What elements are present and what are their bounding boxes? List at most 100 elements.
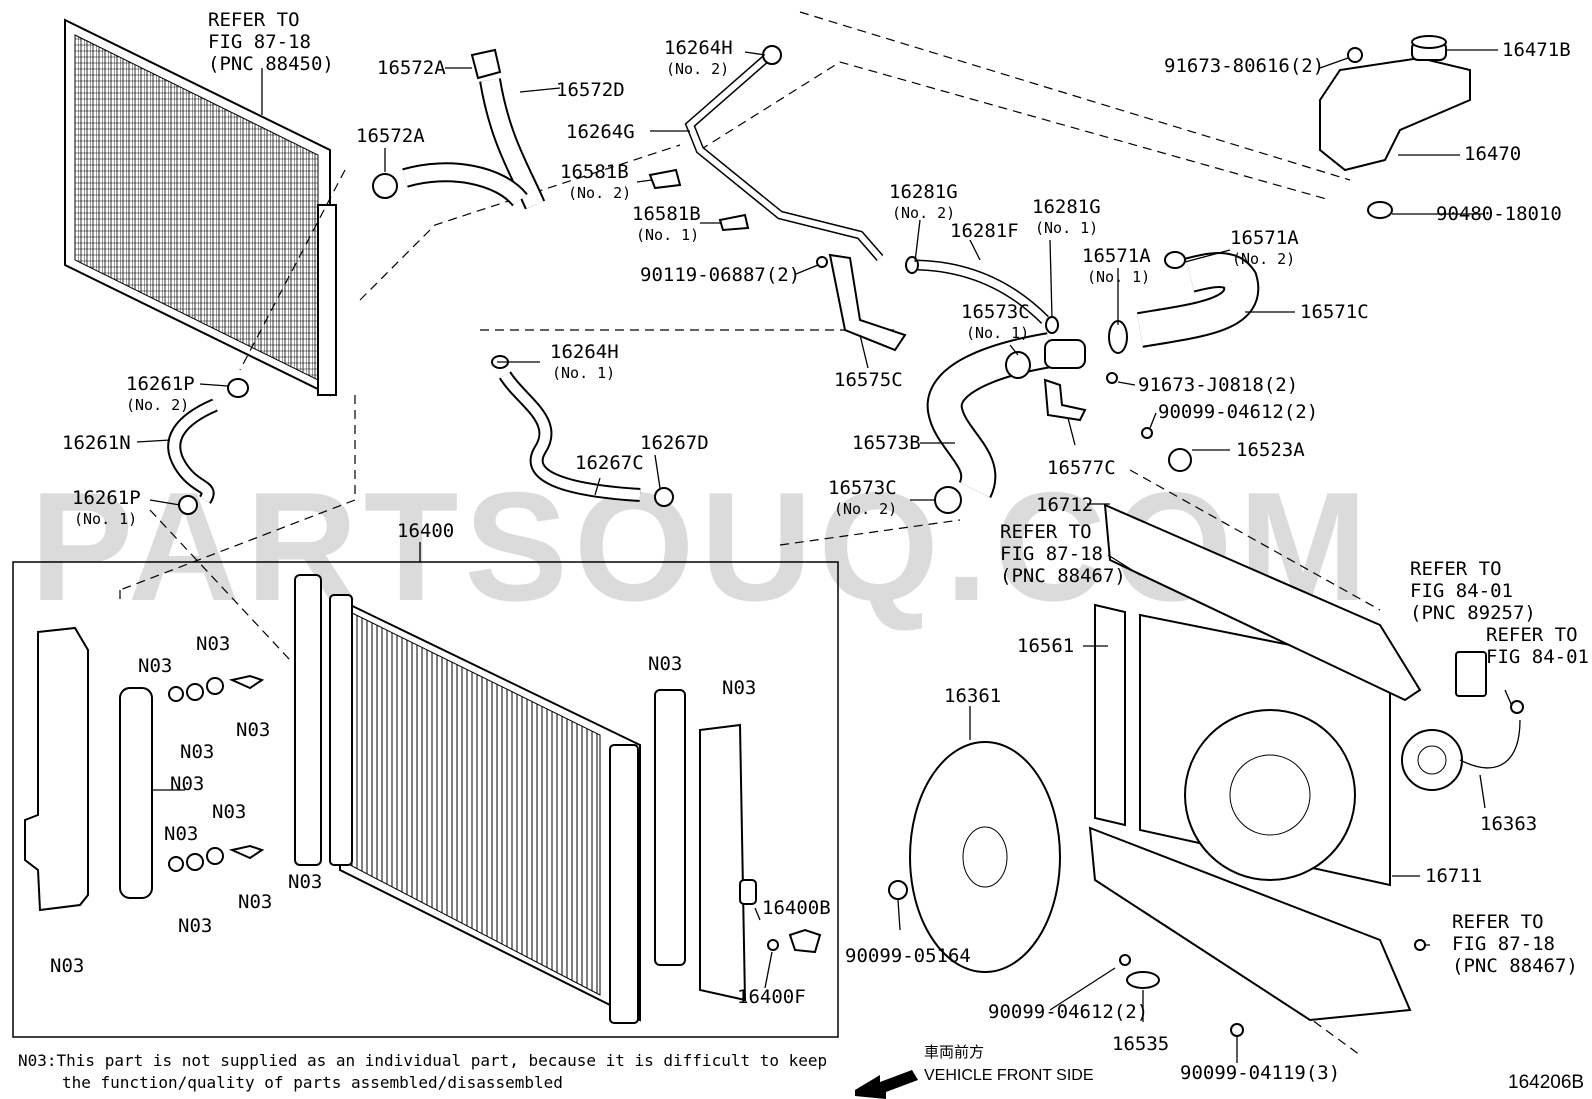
- label-16571A-2: 16571A: [1230, 227, 1299, 249]
- refer-fig87-a-line1: REFER TO: [1000, 521, 1092, 543]
- label-90099-04612-lower: 90099-04612(2): [988, 1001, 1148, 1023]
- label-n03: N03: [238, 891, 272, 913]
- label-16572A-1: 16572A: [377, 57, 446, 79]
- refer-fig84-b-line1: REFER TO: [1486, 624, 1578, 646]
- refer-fig84-a-line2: FIG 84-01: [1410, 580, 1513, 602]
- part-labels: REFER TO FIG 87-18 (PNC 88450) 16572A 16…: [50, 9, 1589, 1084]
- refer-condenser-line3: (PNC 88450): [208, 53, 334, 75]
- label-16361: 16361: [944, 685, 1001, 707]
- label-16264H-2-sub: (No. 2): [666, 60, 729, 78]
- label-n03: N03: [50, 955, 84, 977]
- label-16261P-1: 16261P: [72, 487, 141, 509]
- label-16581B-1: 16581B: [632, 203, 701, 225]
- label-16581B-2-sub: (No. 2): [568, 184, 631, 202]
- radiator-assembly-box: [12, 561, 839, 1038]
- label-16400F: 16400F: [737, 986, 806, 1008]
- label-91673-J0818: 91673-J0818(2): [1138, 374, 1298, 396]
- label-16577C: 16577C: [1047, 457, 1116, 479]
- label-16573C-1: 16573C: [961, 301, 1030, 323]
- front-label-en: VEHICLE FRONT SIDE: [924, 1067, 1094, 1084]
- figure-id: 164206B: [1508, 1072, 1584, 1093]
- condenser-drawing: [64, 18, 337, 397]
- label-90119-06887: 90119-06887(2): [640, 264, 800, 286]
- label-16267C: 16267C: [575, 452, 644, 474]
- label-n03: N03: [212, 801, 246, 823]
- footnote-line1: N03:This part is not supplied as an indi…: [18, 1051, 827, 1070]
- refer-fig87-b-line2: FIG 87-18: [1452, 933, 1555, 955]
- front-label-jp: 車両前方: [924, 1043, 984, 1061]
- label-16261N: 16261N: [62, 432, 131, 454]
- label-16573C-1-sub: (No. 1): [966, 324, 1029, 342]
- label-16712: 16712: [1036, 494, 1093, 516]
- label-16573B: 16573B: [852, 432, 921, 454]
- label-16400B: 16400B: [762, 897, 831, 919]
- label-16471B: 16471B: [1502, 39, 1571, 61]
- label-n03: N03: [178, 915, 212, 937]
- refer-fig84-a-line1: REFER TO: [1410, 558, 1502, 580]
- label-n03: N03: [180, 741, 214, 763]
- label-16281F: 16281F: [950, 220, 1019, 242]
- refer-fig87-b-line1: REFER TO: [1452, 911, 1544, 933]
- front-arrow-icon: [855, 1070, 918, 1099]
- dashed-guide-lines: [119, 11, 1381, 1056]
- left-small-hoses-drawing: [167, 355, 674, 515]
- label-16581B-1-sub: (No. 1): [636, 226, 699, 244]
- footnote-line2: the function/quality of parts assembled/…: [62, 1073, 563, 1092]
- label-90480-18010: 90480-18010: [1436, 203, 1562, 225]
- refer-fig87-b-line3: (PNC 88467): [1452, 955, 1578, 977]
- label-16573C-2: 16573C: [828, 477, 897, 499]
- label-16711: 16711: [1425, 865, 1482, 887]
- label-91673-80616: 91673-80616(2): [1164, 55, 1324, 77]
- label-16572A-2: 16572A: [356, 125, 425, 147]
- refer-condenser-line1: REFER TO: [208, 9, 300, 31]
- label-90099-05164: 90099-05164: [845, 945, 971, 967]
- label-16571A-2-sub: (No. 2): [1232, 250, 1295, 268]
- label-16571C: 16571C: [1300, 301, 1369, 323]
- label-16470: 16470: [1464, 143, 1521, 165]
- label-n03: N03: [196, 633, 230, 655]
- label-16363: 16363: [1480, 813, 1537, 835]
- refer-fig84-b-line2: FIG 84-01: [1486, 646, 1589, 668]
- label-16575C: 16575C: [834, 369, 903, 391]
- right-upper-hoses-drawing: [926, 251, 1260, 514]
- label-16281G-1-sub: (No. 1): [1035, 219, 1098, 237]
- reservoir-tank-drawing: [1319, 35, 1471, 219]
- refer-fig84-a-line3: (PNC 89257): [1410, 602, 1536, 624]
- label-16261P-1-sub: (No. 1): [74, 510, 137, 528]
- label-n03: N03: [164, 823, 198, 845]
- footnote: N03:This part is not supplied as an indi…: [18, 1051, 827, 1092]
- label-16261P-2: 16261P: [126, 373, 195, 395]
- label-16281G-2-sub: (No. 2): [892, 204, 955, 222]
- leader-lines: [136, 49, 1513, 1063]
- upper-hoses-drawing: [372, 45, 1059, 352]
- label-16573C-2-sub: (No. 2): [834, 500, 897, 518]
- label-16572D: 16572D: [556, 79, 625, 101]
- label-n03: N03: [722, 677, 756, 699]
- label-90099-04119: 90099-04119(3): [1180, 1062, 1340, 1084]
- refer-fig87-a-line3: (PNC 88467): [1000, 565, 1126, 587]
- label-16264G: 16264G: [566, 121, 635, 143]
- label-n03: N03: [138, 655, 172, 677]
- label-16400: 16400: [397, 520, 454, 542]
- label-16571A-1-sub: (No. 1): [1087, 268, 1150, 286]
- label-16281G-2: 16281G: [889, 181, 958, 203]
- label-16264H-2: 16264H: [664, 37, 733, 59]
- label-90099-04612-upper: 90099-04612(2): [1158, 401, 1318, 423]
- fan-assembly-drawing: [888, 427, 1524, 1037]
- label-16264H-1: 16264H: [550, 341, 619, 363]
- label-n03: N03: [288, 871, 322, 893]
- refer-condenser-line2: FIG 87-18: [208, 31, 311, 53]
- label-16571A-1: 16571A: [1082, 245, 1151, 267]
- label-16581B-2: 16581B: [560, 161, 629, 183]
- label-16561: 16561: [1017, 635, 1074, 657]
- label-16281G-1: 16281G: [1032, 196, 1101, 218]
- label-n03: N03: [236, 719, 270, 741]
- label-n03: N03: [170, 773, 204, 795]
- label-16261P-2-sub: (No. 2): [126, 396, 189, 414]
- label-n03: N03: [648, 653, 682, 675]
- label-16535: 16535: [1112, 1033, 1169, 1055]
- label-16523A: 16523A: [1236, 439, 1305, 461]
- label-16267D: 16267D: [640, 432, 709, 454]
- label-16264H-1-sub: (No. 1): [552, 364, 615, 382]
